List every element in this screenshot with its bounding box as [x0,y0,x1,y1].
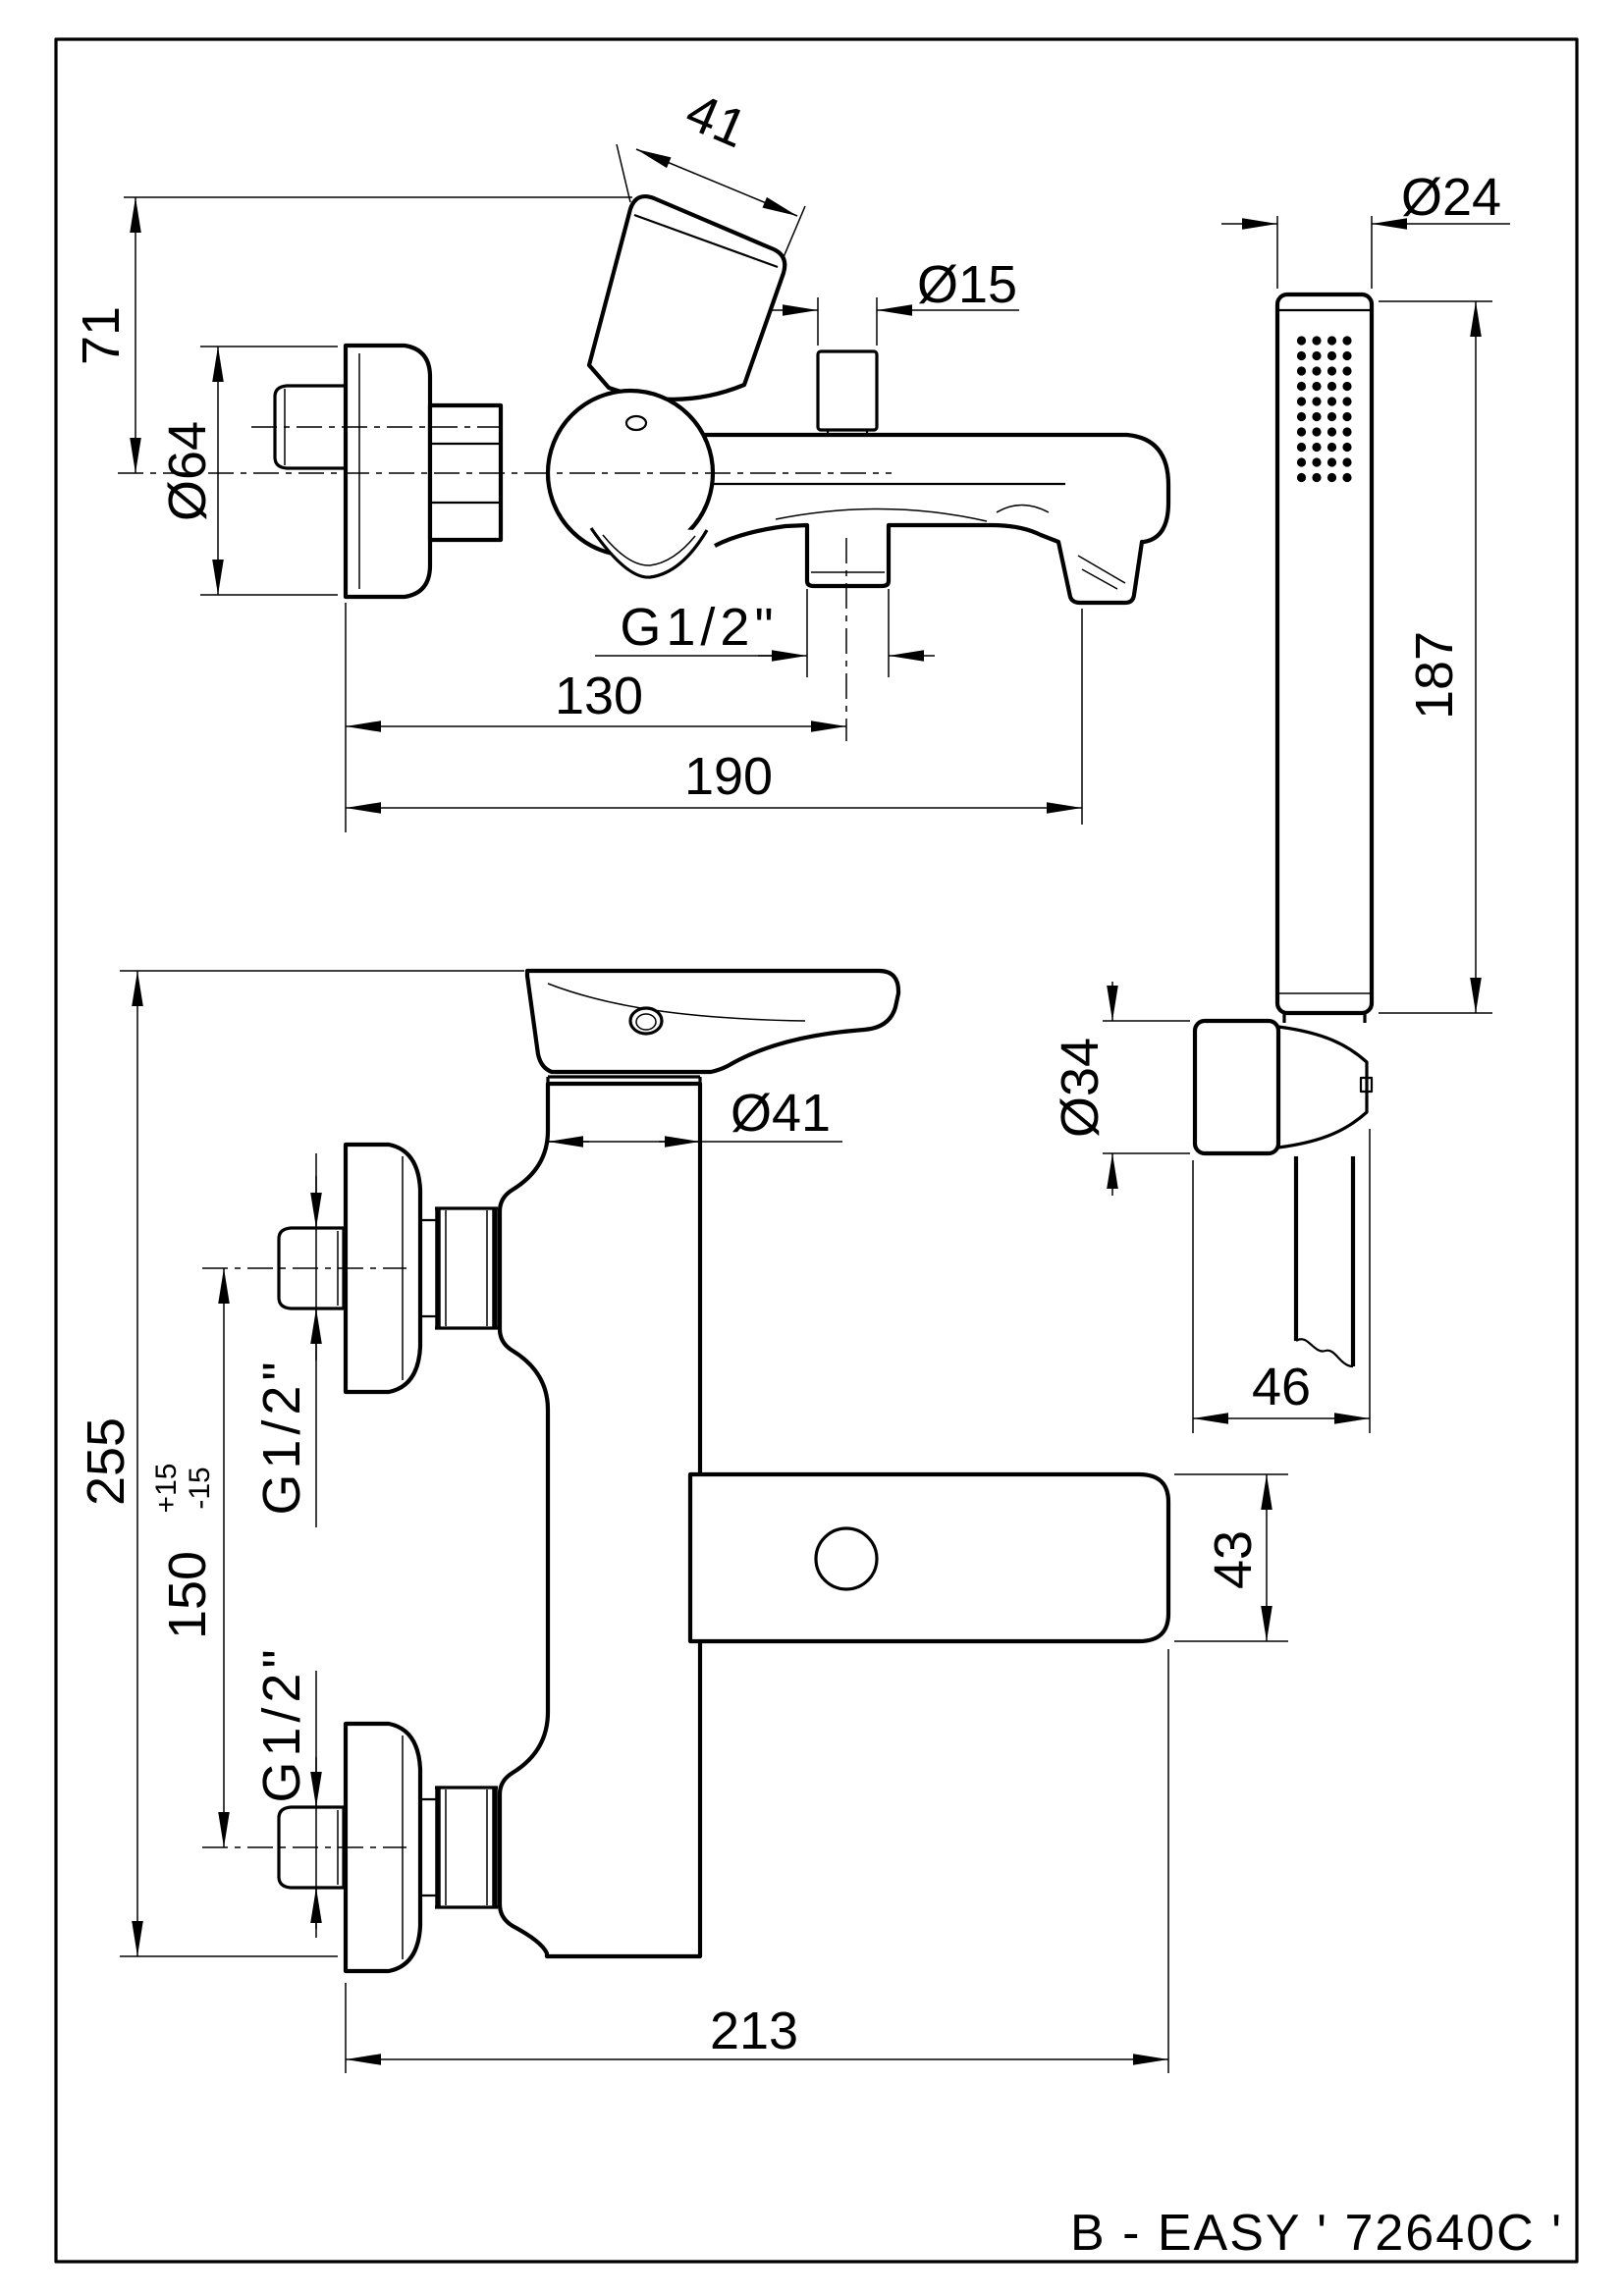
dim-label-spout-height: 43 [1204,1530,1263,1589]
dim-label-total-length: 213 [710,2002,798,2060]
dim-label-wall-to-outlet: 130 [555,667,643,725]
dim-label-inlet-thread-bottom: G1/2" [252,1644,311,1802]
product-code-title: B - EASY ' 72640C ' [1070,2205,1563,2262]
handle-outline [524,968,901,1075]
dim-label-interaxis-tol-plus: +15 [150,1464,183,1514]
hand-shower-view: Ø24 187 Ø34 46 [1051,168,1510,1433]
drawing-frame [54,37,1579,2264]
dim-label-holder-depth: 46 [1252,1358,1311,1416]
side-view: 41 71 Ø64 Ø15 G1/2" 130 190 [72,82,1171,832]
dim-label-outlet-thread: G1/2" [620,598,778,657]
dim-label-head-diameter: Ø24 [1401,168,1501,227]
dim-label-handle-width: 41 [677,82,755,160]
dim-label-shower-length: 187 [1405,631,1464,720]
mixer-body-outline [497,1081,703,1959]
dim-label-total-height: 255 [77,1417,135,1506]
dim-label-body-diameter: Ø41 [731,1084,831,1143]
dim-label-flange-diameter: Ø64 [158,421,217,521]
dim-label-interaxis-tol-minus: -15 [184,1467,216,1509]
dim-label-holder-diameter: Ø34 [1051,1038,1110,1138]
dim-label-wall-to-tip: 190 [684,747,773,806]
spout-outline [687,1471,1171,1644]
dim-label-diverter-diameter: Ø15 [917,255,1017,314]
dim-label-interaxis: 150 [158,1551,217,1639]
dim-label-inlet-thread-top: G1/2" [252,1357,311,1515]
front-view: 255 150 +15 -15 G1/2" G1/2" Ø41 43 213 [77,968,1288,2073]
spray-holes-grid [1296,336,1352,483]
dim-label-height-to-axis: 71 [72,306,131,365]
